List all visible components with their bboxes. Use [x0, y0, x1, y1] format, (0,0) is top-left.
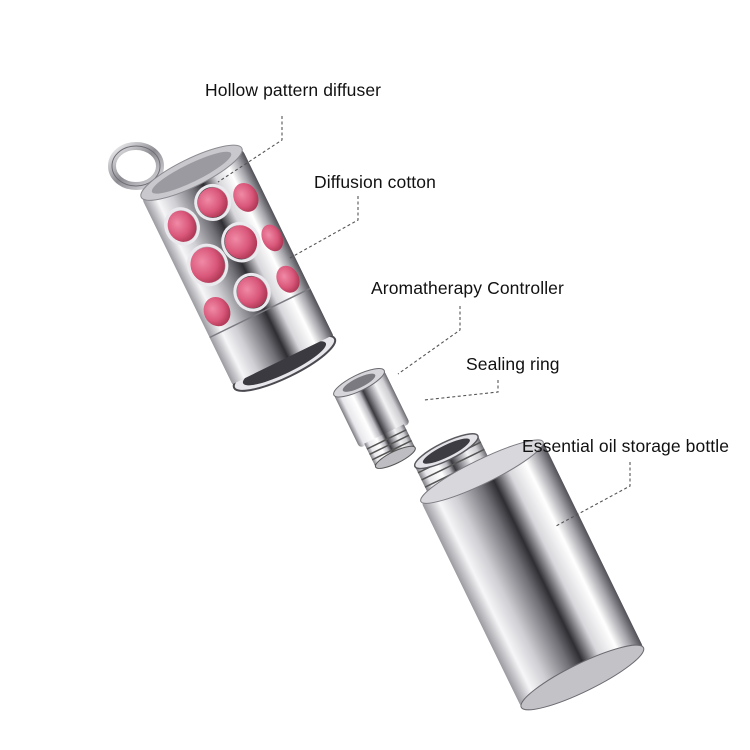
leader-essential-oil [555, 462, 631, 527]
leader-aromatherapy-controller [397, 306, 461, 375]
diffusion-cotton [167, 182, 300, 327]
aromatherapy-controller [333, 368, 416, 469]
leader-sealing-ring [423, 380, 499, 401]
leader-lines [217, 116, 631, 527]
label-sealing-ring: Sealing ring [466, 354, 560, 374]
label-diffusion-cotton: Diffusion cotton [314, 172, 436, 192]
label-essential-oil-storage-bottle: Essential oil storage bottle [522, 436, 730, 456]
leader-hollow-pattern [217, 116, 283, 183]
diffuser-assembly [108, 142, 337, 392]
leader-diffusion-cotton [289, 196, 359, 259]
label-aromatherapy-controller: Aromatherapy Controller [371, 278, 564, 298]
label-hollow-pattern-diffuser: Hollow pattern diffuser [205, 80, 382, 100]
essential-oil-bottle [413, 433, 645, 711]
sealing-ring-part [364, 424, 416, 469]
